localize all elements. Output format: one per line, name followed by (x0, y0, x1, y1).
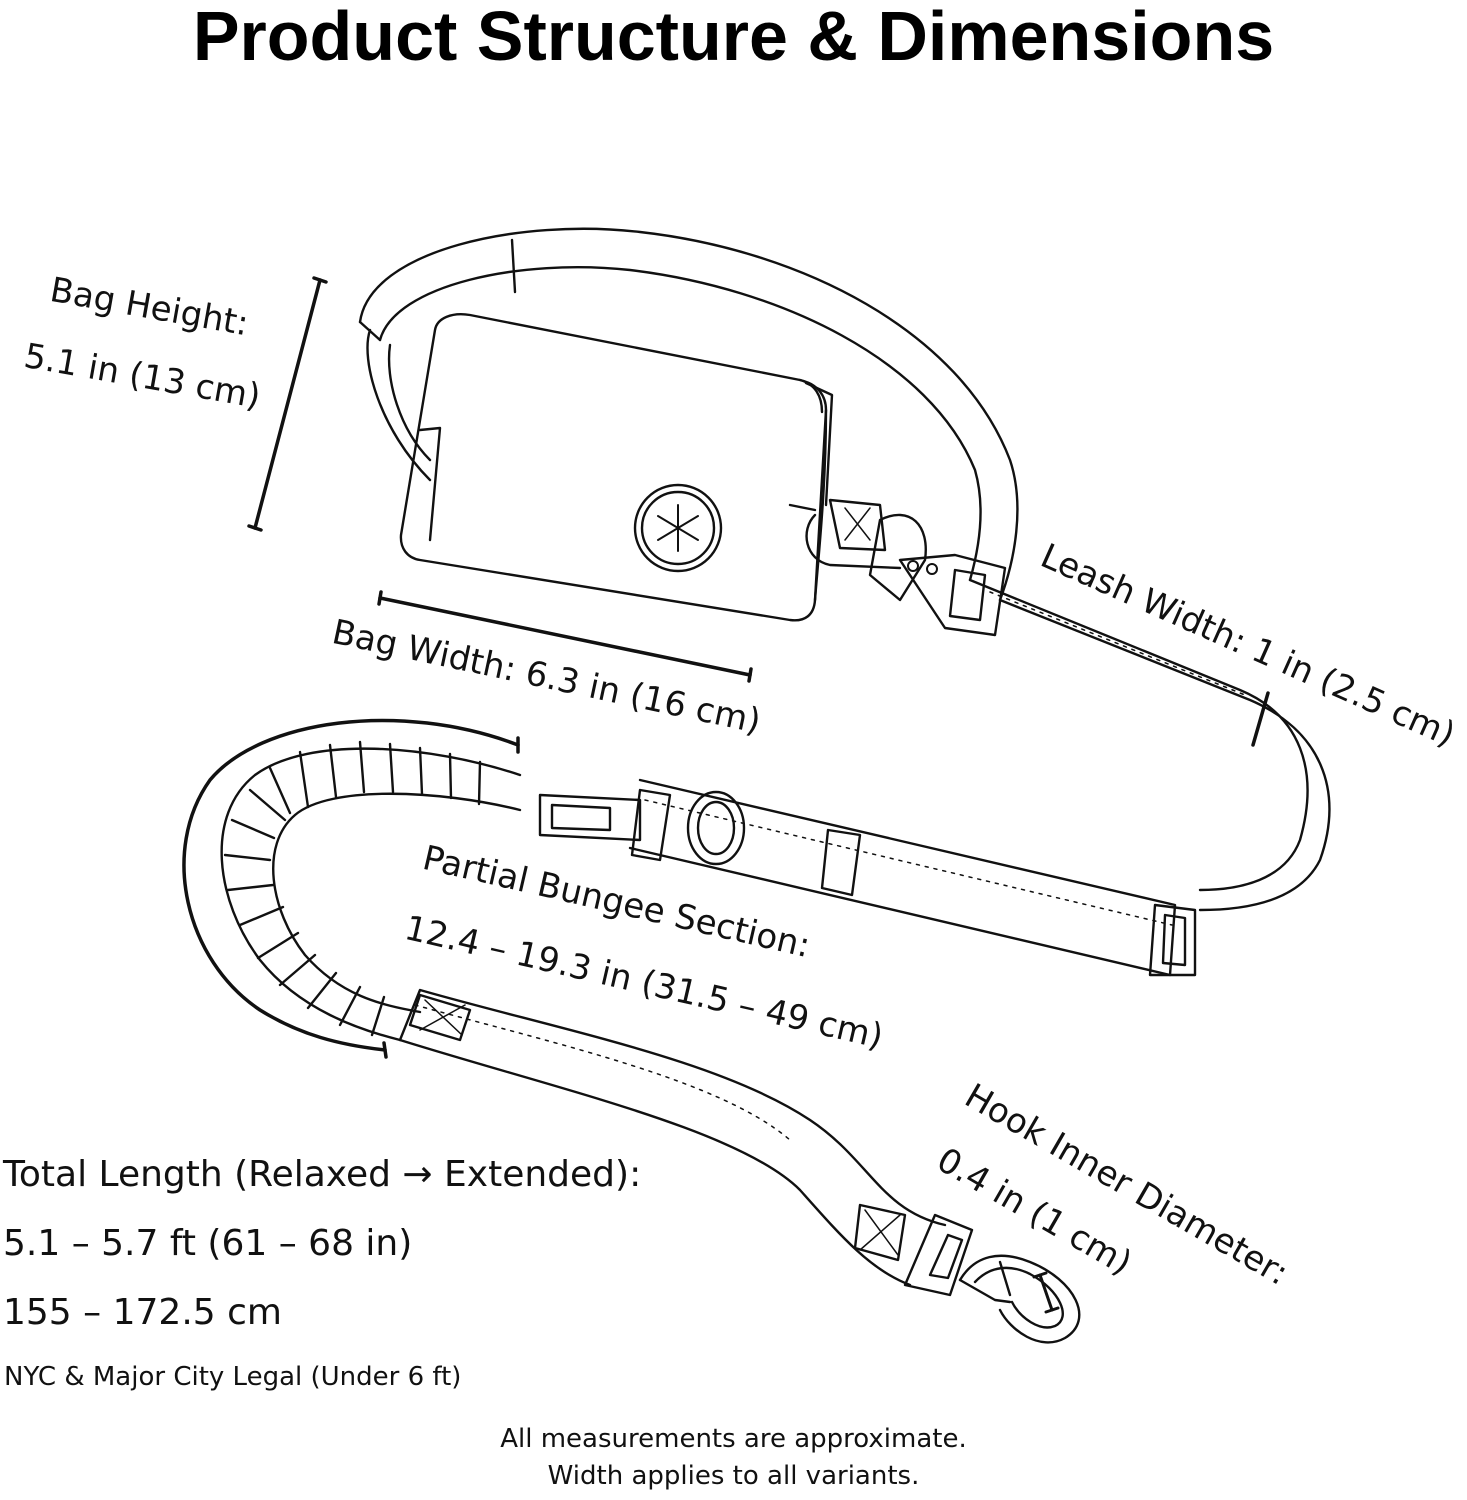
footer-note-line1: All measurements are approximate. (500, 1424, 967, 1454)
total-length-title: Total Length (Relaxed → Extended): (3, 1154, 642, 1195)
asterisk-emblem-icon (633, 483, 723, 573)
page-title: Product Structure & Dimensions (192, 0, 1275, 75)
bungee-section (220, 740, 522, 1042)
hook-diameter-dimension-line (1032, 1271, 1060, 1314)
total-length-metric: 155 – 172.5 cm (3, 1292, 282, 1333)
leash-webbing (628, 778, 1197, 977)
snap-hook (903, 1213, 1081, 1344)
waist-belt-strap (358, 227, 1331, 912)
bag-width-dimension-line (377, 590, 753, 683)
footer-note-line2: Width applies to all variants. (547, 1461, 920, 1491)
leash-width-dimension-line (1251, 691, 1270, 747)
legal-note: NYC & Major City Legal (Under 6 ft) (4, 1362, 462, 1392)
belt-buckle (805, 498, 1007, 637)
total-length-imperial: 5.1 – 5.7 ft (61 – 68 in) (3, 1223, 413, 1264)
bungee-dimension-arc (182, 718, 520, 1059)
leash-handle (398, 988, 947, 1287)
buckle-logo-icon (907, 560, 938, 575)
bag-height-dimension-line (247, 276, 328, 532)
ring-connector (538, 788, 746, 866)
bag-body (399, 313, 834, 622)
